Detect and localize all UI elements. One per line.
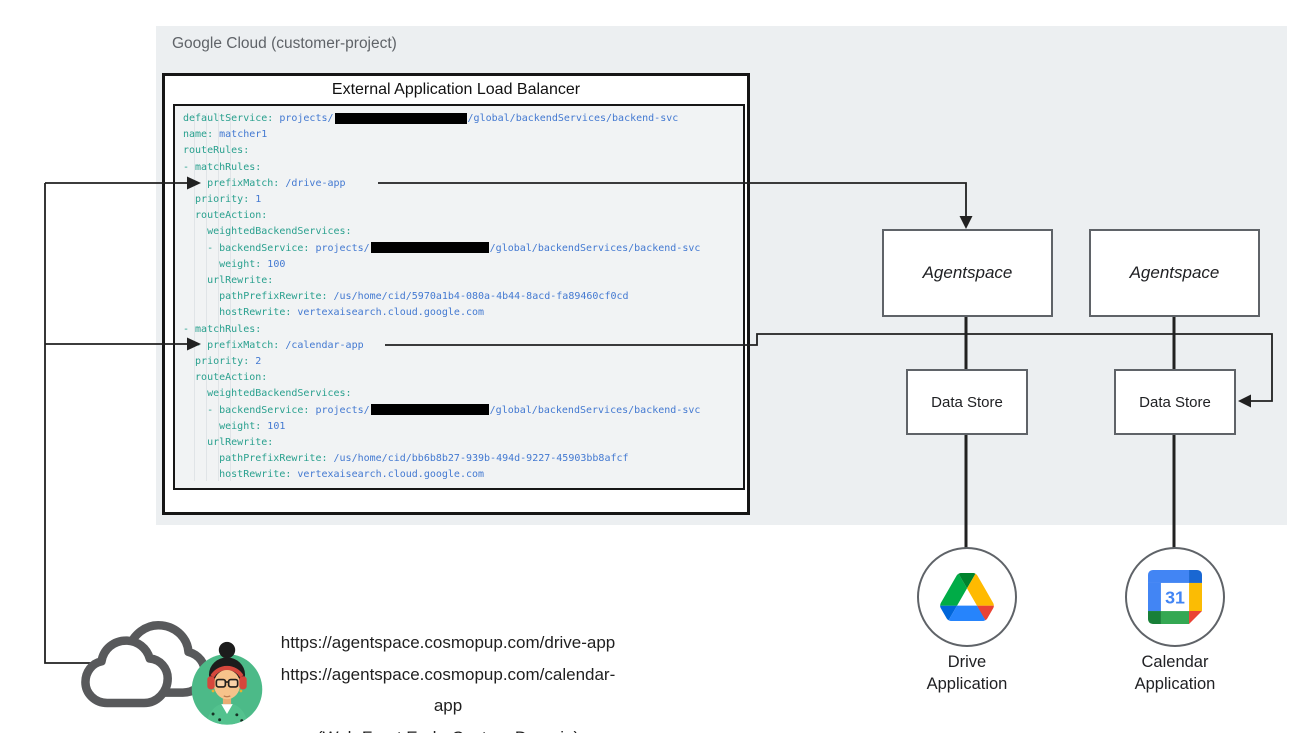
data-store-box-2: Data Store (1114, 369, 1236, 435)
agentspace-box-1-label: Agentspace (922, 263, 1013, 282)
yaml-code-line: hostRewrite: vertexaisearch.cloud.google… (183, 467, 743, 483)
yaml-code-line: - backendService: projects/ /global/backe… (183, 403, 743, 419)
yaml-key: weight: (183, 420, 262, 432)
yaml-key: - matchRules: (183, 323, 262, 335)
redacted-project-id (334, 112, 467, 124)
yaml-code-line: priority: 1 (183, 192, 743, 208)
drive-application-circle (917, 547, 1017, 647)
data-store-box-1: Data Store (906, 369, 1028, 435)
yaml-value: /global/backendServices/backend-svc (489, 404, 701, 416)
yaml-key: routeAction: (183, 372, 268, 384)
yaml-key: weightedBackendServices: (183, 388, 352, 400)
yaml-key: routeRules: (183, 145, 250, 157)
yaml-code-line: urlRewrite: (183, 435, 743, 451)
yaml-code-line: - prefixMatch: /drive-app (183, 176, 743, 192)
yaml-key: - prefixMatch: (183, 177, 280, 189)
yaml-value: 1 (249, 194, 262, 206)
drive-label-line2: Application (926, 675, 1008, 693)
yaml-value: vertexaisearch.cloud.google.com (291, 307, 485, 319)
google-calendar-icon: 31 (1148, 570, 1202, 624)
yaml-key: urlRewrite: (183, 437, 274, 449)
yaml-key: defaultService: (183, 113, 274, 124)
yaml-key: priority: (183, 194, 250, 206)
yaml-code-line: name: matcher1 (183, 127, 743, 143)
yaml-key: hostRewrite: (183, 469, 292, 481)
yaml-key: - backendService: (183, 242, 310, 254)
yaml-code-line: weight: 100 (183, 257, 743, 273)
yaml-code-line: defaultService: projects/ /global/backend… (183, 111, 743, 127)
yaml-value: /us/home/cid/bb6b8b27-939b-494d-9227-459… (327, 453, 629, 465)
url-drive-app: https://agentspace.cosmopup.com/drive-ap… (280, 633, 616, 652)
calendar-label-line2: Application (1134, 675, 1216, 693)
yaml-value: /us/home/cid/5970a1b4-080a-4b44-8acd-fa8… (327, 291, 629, 303)
redacted-project-id (370, 404, 489, 416)
client-urls: https://agentspace.cosmopup.com/drive-ap… (272, 627, 624, 733)
cloud-icon (81, 621, 209, 708)
yaml-value: projects/ (309, 242, 370, 254)
yaml-code-line: urlRewrite: (183, 273, 743, 289)
yaml-code-line: - backendService: projects/ /global/backe… (183, 241, 743, 257)
yaml-key: pathPrefixRewrite: (183, 291, 328, 303)
yaml-key: weight: (183, 258, 262, 270)
yaml-value: 101 (261, 420, 286, 432)
client-rail-line (44, 183, 92, 664)
url-calendar-app: https://agentspace.cosmopup.com/calendar… (280, 664, 616, 716)
client-caption: (Web Front End - Custom Domain) (272, 722, 624, 733)
data-store-box-1-label: Data Store (931, 393, 1003, 411)
yaml-code-line: - prefixMatch: /calendar-app (183, 338, 743, 354)
yaml-code-line: - matchRules: (183, 160, 743, 176)
user-avatar (191, 641, 263, 725)
yaml-code-line: routeAction: (183, 370, 743, 386)
yaml-code-line: hostRewrite: vertexaisearch.cloud.google… (183, 305, 743, 321)
yaml-key: - backendService: (183, 404, 310, 416)
drive-label-line1: Drive (947, 653, 987, 671)
agentspace-box-2: Agentspace (1089, 229, 1260, 317)
yaml-key: - prefixMatch: (183, 339, 280, 351)
yaml-value: projects/ (309, 404, 370, 416)
yaml-code-line: weightedBackendServices: (183, 224, 743, 240)
calendar-application-label: Calendar Application (1095, 651, 1255, 695)
headphones-band (210, 665, 244, 678)
yaml-value: /global/backendServices/backend-svc (489, 242, 701, 254)
yaml-key: - matchRules: (183, 161, 262, 173)
yaml-value: /global/backendServices/backend-svc (467, 113, 679, 124)
agentspace-box-1: Agentspace (882, 229, 1053, 317)
url-map-yaml-config: defaultService: projects/ /global/backend… (173, 104, 745, 490)
hair-bun (218, 641, 236, 659)
google-drive-icon (940, 573, 994, 621)
yaml-key: name: (183, 129, 214, 141)
data-store-box-2-label: Data Store (1139, 393, 1211, 411)
yaml-value: matcher1 (213, 129, 268, 141)
calendar-application-circle: 31 (1125, 547, 1225, 647)
agentspace-box-2-label: Agentspace (1129, 263, 1220, 282)
glasses (215, 678, 239, 688)
redacted-project-id (370, 242, 489, 254)
yaml-code-line: routeRules: (183, 143, 743, 159)
yaml-code-line: weight: 101 (183, 419, 743, 435)
yaml-key: priority: (183, 356, 250, 368)
yaml-value: projects/ (273, 113, 334, 124)
yaml-key: hostRewrite: (183, 307, 292, 319)
google-cloud-panel-label: Google Cloud (customer-project) (172, 35, 397, 52)
yaml-key: weightedBackendServices: (183, 226, 352, 238)
calendar-label-line1: Calendar (1141, 653, 1209, 671)
load-balancer-title: External Application Load Balancer (331, 81, 581, 98)
yaml-code-line: pathPrefixRewrite: /us/home/cid/5970a1b4… (183, 289, 743, 305)
yaml-key: routeAction: (183, 210, 268, 222)
yaml-value: 2 (249, 356, 262, 368)
yaml-value: 100 (261, 258, 286, 270)
yaml-code-line: priority: 2 (183, 354, 743, 370)
drive-application-label: Drive Application (887, 651, 1047, 695)
yaml-key: urlRewrite: (183, 275, 274, 287)
calendar-day-number: 31 (1165, 587, 1185, 607)
yaml-value: vertexaisearch.cloud.google.com (291, 469, 485, 481)
yaml-code-line: pathPrefixRewrite: /us/home/cid/bb6b8b27… (183, 451, 743, 467)
yaml-code-line: weightedBackendServices: (183, 386, 743, 402)
yaml-key: pathPrefixRewrite: (183, 453, 328, 465)
yaml-code-line: - matchRules: (183, 322, 743, 338)
yaml-value: /drive-app (279, 177, 346, 189)
yaml-code-line: routeAction: (183, 208, 743, 224)
yaml-value: /calendar-app (279, 339, 364, 351)
